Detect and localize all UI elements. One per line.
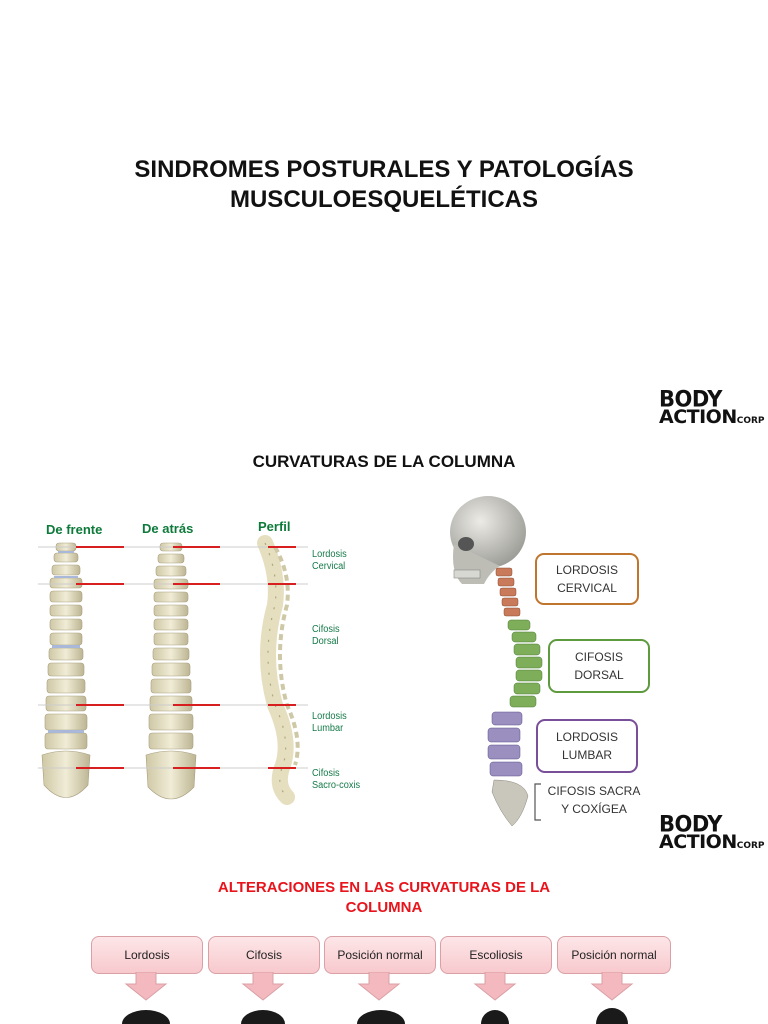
curve-label-dorsal: Cifosis Dorsal: [312, 624, 340, 647]
box-escoliosis: Escoliosis: [440, 936, 552, 974]
spine-profile-view: [257, 535, 300, 805]
box-posicion-normal-2: Posición normal: [557, 936, 671, 974]
curve-label-cervical: Lordosis Cervical: [312, 549, 347, 572]
body-action-logo: BODY ACTIONCORP: [659, 386, 765, 430]
body-action-logo-2: BODY ACTIONCORP: [659, 811, 765, 855]
spine-back-view: [145, 542, 197, 800]
spine-views-illustration: [38, 535, 308, 805]
curve-label-sacro: Cifosis Sacro-coxis: [312, 768, 361, 791]
curve-marker-lines: [38, 546, 308, 769]
slide-title: SINDROMES POSTURALES Y PATOLOGÍAS MUSCUL…: [0, 155, 768, 215]
skull: [450, 496, 526, 584]
lumbar-segment: [487, 711, 523, 777]
callout-lordosis-lumbar: LORDOSIS LUMBAR: [536, 719, 638, 773]
sacra-bracket: [534, 783, 541, 821]
callout-lordosis-cervical: LORDOSIS CERVICAL: [535, 553, 639, 605]
label-cifosis-sacra: CIFOSIS SACRA Y COXÍGEA: [547, 784, 641, 816]
down-arrow-icon: [124, 972, 168, 1001]
alterations-title-line-2: COLUMNA: [345, 899, 423, 916]
figure-head-icon: [596, 1008, 628, 1024]
logo-2-line-2: ACTION: [659, 831, 737, 853]
sacrum-segment: [491, 779, 529, 827]
skull-spine-illustration: [450, 496, 543, 827]
view-label-profile: Perfil: [258, 519, 291, 534]
down-arrow-icon: [357, 972, 401, 1001]
down-arrows-and-figures: [122, 972, 634, 1024]
logo-2-line-1: BODY: [659, 811, 722, 837]
down-arrow-icon: [590, 972, 634, 1001]
callout-cifosis-dorsal: CIFOSIS DORSAL: [548, 639, 650, 693]
curvatures-title: CURVATURAS DE LA COLUMNA: [252, 452, 516, 471]
slide-title-line-1: SINDROMES POSTURALES Y PATOLOGÍAS: [134, 156, 634, 183]
curve-label-lumbar: Lordosis Lumbar: [312, 711, 347, 734]
box-posicion-normal-1: Posición normal: [324, 936, 436, 974]
figure-head-icon: [122, 1010, 170, 1024]
cervical-segment: [495, 567, 521, 617]
logo-line-1: BODY: [659, 386, 722, 412]
slide-title-line-2: MUSCULOESQUELÉTICAS: [229, 186, 538, 213]
logo-2-suffix: CORP: [736, 841, 765, 851]
figure-head-icon: [357, 1010, 405, 1024]
figure-head-icon: [481, 1010, 509, 1024]
alterations-title: ALTERACIONES EN LAS CURVATURAS DE LA COL…: [184, 878, 584, 918]
figure-head-icon: [241, 1010, 285, 1024]
spine-front-view: [41, 542, 91, 798]
view-label-front: De frente: [46, 522, 103, 537]
logo-line-2: ACTION: [659, 406, 737, 428]
down-arrow-icon: [473, 972, 517, 1001]
view-label-back: De atrás: [142, 521, 194, 536]
logo-suffix: CORP: [736, 416, 765, 426]
dorsal-segment: [507, 619, 543, 708]
alterations-title-line-1: ALTERACIONES EN LAS CURVATURAS DE LA: [217, 879, 551, 896]
box-cifosis: Cifosis: [208, 936, 320, 974]
down-arrow-icon: [241, 972, 285, 1001]
box-lordosis: Lordosis: [91, 936, 203, 974]
